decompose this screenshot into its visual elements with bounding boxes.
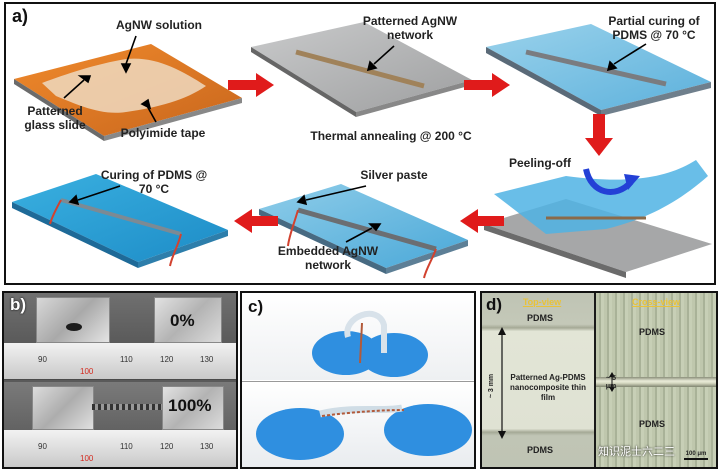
partial-curing-text: Partial curing of PDMS @ 70 °C [608,14,700,42]
strain-100-text: 100% [168,396,212,415]
callout-lines [63,35,647,243]
nanocomposite-layer [596,377,716,387]
pdms-bottom-right-text: PDMS [638,419,665,429]
panel-c-divider [242,381,474,382]
ruler-top: 90 100 110 120 130 [4,343,236,379]
embedded-slide [259,184,468,279]
grey-glass-slide [251,22,472,117]
panel-b: 90 100 110 120 130 0% 90 100 110 120 130… [2,291,238,469]
top-view-micrograph: Top-view PDMS Patterned Ag-PDMS nanocomp… [482,293,594,467]
panel-d: Top-view PDMS Patterned Ag-PDMS nanocomp… [480,291,718,469]
panel-c: c) [240,291,476,469]
silver-paste-text: Silver paste [360,168,428,182]
twisted-sample [319,404,403,418]
top-view-title: Top-view [522,297,562,307]
left-glove-twist [256,408,344,460]
peeling-off-text: Peeling-off [509,156,571,170]
arrow-left-2-icon [234,209,278,233]
panel-b-label: b) [10,295,27,314]
panel-a-label: a) [12,6,29,26]
film-label-text: Patterned Ag-PDMS nanocomposite thin fil… [510,373,586,402]
agnw-solution-text: AgNW solution [116,18,202,32]
right-glove [360,333,428,377]
agnw-solution-blob [42,58,206,113]
patterned-agnw-network-text: Patterned AgNW network [362,14,458,42]
bending-drawing [312,310,428,377]
thermal-annealing-text: Thermal annealing @ 200 °C [310,129,472,143]
bent-sample [344,310,387,353]
right-glove-twist [384,404,472,456]
pdms-top-left-text: PDMS [526,313,553,323]
right-clamp [154,297,222,343]
stretched-film [92,404,162,410]
orange-glass-slide [14,44,242,141]
photo-bending [242,293,474,380]
strain-0-text: 0% [170,311,195,330]
panel-a: a) AgNW solution Patterned glass slide P… [4,2,716,285]
sample-wire [359,322,363,364]
arrow-left-1-icon [460,209,504,233]
pdms-top-right-text: PDMS [638,327,665,337]
twisting-drawing [256,404,472,460]
pdms-bottom-left-text: PDMS [526,445,553,455]
cross-view-title: Cross-view [631,297,681,307]
left-clamp [36,297,110,343]
panel-d-label: d) [486,295,503,314]
patterned-glass-slide-text: Patterned glass slide [24,104,86,132]
pdms-partial-slide [486,24,711,116]
cross-view-micrograph: Cross-view PDMS ~ 5 μm PDMS 100 μm [596,293,716,467]
ruler-bottom: 90 100 110 120 130 [4,430,236,467]
twisted-wire [321,409,405,417]
right-clamp-stretched [162,386,224,430]
photo-twisting [242,382,474,467]
sample-dark-spot [66,323,82,331]
watermark-text: 知识泥士六二三 [598,446,675,458]
peeling-slide [484,160,712,278]
cured-slide [12,174,228,268]
panel-a-drawing [12,22,712,279]
arrow-right-2-icon [464,73,510,97]
arrow-down-icon [585,114,613,156]
agnw-under-pdms-line [525,49,667,87]
top-view-scale [498,327,506,439]
peel-arrow-icon [583,168,634,195]
cross-view-scale [609,372,708,460]
embedded-agnw-network-text: Embedded AgNW network [277,244,379,272]
scale-100um-text: 100 μm [685,451,707,457]
photo-stretched: 90 100 110 120 130 100% [4,382,236,467]
patterned-agnw-line [295,49,425,89]
polyimide-tape-text: Polyimide tape [120,126,206,140]
scale-3mm-text: ~ 3 mm [488,373,495,399]
scale-5um-text: ~ 5 μm [605,375,617,390]
left-clamp-stretched [32,386,94,430]
panel-c-label: c) [248,297,264,316]
photo-unstretched: 90 100 110 120 130 0% [4,293,236,380]
arrow-right-1-icon [228,73,274,97]
curing-pdms-text: Curing of PDMS @ 70 °C [100,168,208,196]
